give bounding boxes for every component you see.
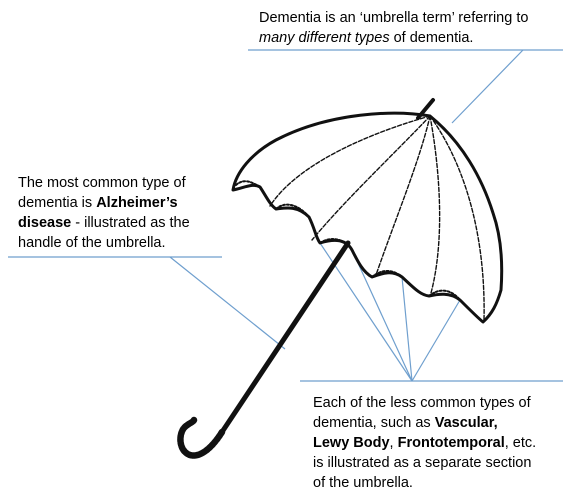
alzheimers-line4: handle of the umbrella. <box>18 235 166 251</box>
alzheimers-line2: dementia is <box>18 195 96 211</box>
umbrella-term-line1: Dementia is an ‘umbrella term’ referring… <box>259 10 528 26</box>
rib-4 <box>430 116 440 293</box>
section-leader-3 <box>402 277 412 381</box>
section-leader-4 <box>412 300 460 381</box>
top-note-leader <box>452 50 523 123</box>
rib-5 <box>430 116 484 320</box>
alzheimers-line3: - illustrated as the <box>71 215 189 231</box>
rib-2 <box>312 116 430 240</box>
umbrella-term-note: Dementia is an ‘umbrella term’ referring… <box>259 8 528 48</box>
vascular-term: Vascular, <box>435 415 498 431</box>
umbrella-ribs <box>270 116 484 320</box>
rib-3 <box>376 116 430 275</box>
other-types-line2: dementia, such as <box>313 415 435 431</box>
disease-term: disease <box>18 215 71 231</box>
umbrella-term-line2: of dementia. <box>390 30 474 46</box>
other-types-etc: , etc. <box>505 435 536 451</box>
other-types-line5: of the umbrella. <box>313 475 413 491</box>
umbrella-canopy-outline <box>233 113 502 322</box>
alzheimers-term: Alzheimer’s <box>96 195 177 211</box>
section-leader-2 <box>352 250 412 381</box>
umbrella-term-emphasis: many different types <box>259 30 390 46</box>
other-types-line4: is illustrated as a separate section <box>313 455 531 471</box>
alzheimers-note: The most common type of dementia is Alzh… <box>18 173 190 253</box>
other-types-note: Each of the less common types of dementi… <box>313 393 536 493</box>
alzheimers-line1: The most common type of <box>18 175 186 191</box>
lewy-body-term: Lewy Body <box>313 435 390 451</box>
left-note-leader <box>170 257 285 349</box>
umbrella-handle <box>180 420 222 456</box>
other-types-line1: Each of the less common types of <box>313 395 531 411</box>
other-types-comma: , <box>390 435 398 451</box>
frontotemporal-term: Frontotemporal <box>398 435 505 451</box>
